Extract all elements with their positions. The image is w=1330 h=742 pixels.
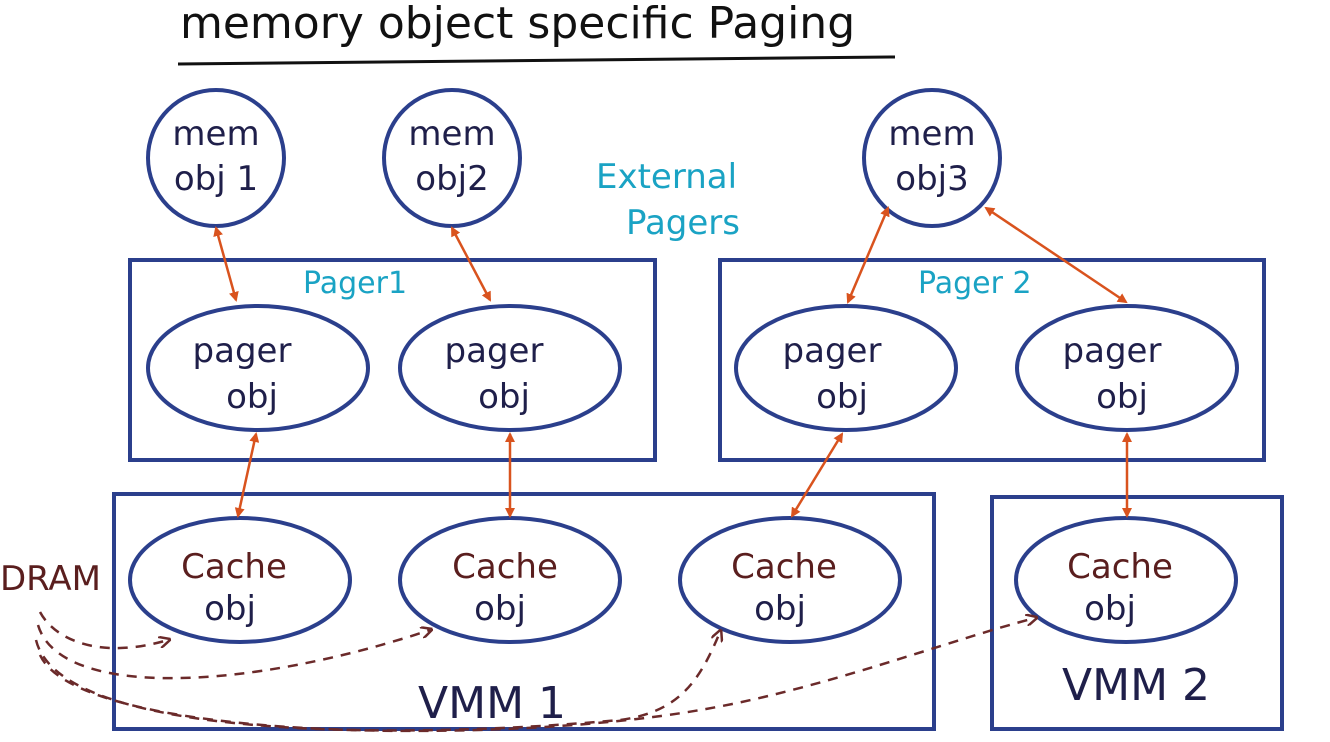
mem-object-2-line2: obj2 [415, 159, 488, 199]
vmm-1-cache-1-line2: obj [204, 589, 256, 629]
pager-2-object-2-line2: obj [1096, 377, 1148, 417]
dram-dash-to-cache3 [34, 632, 720, 732]
pager-2-object-1-line2: obj [816, 377, 868, 417]
mem-object-3-line1: mem [888, 114, 975, 154]
pager-2-object-1-line1: pager [783, 331, 882, 371]
vmm-1-label: VMM 1 [418, 678, 566, 729]
mem-object-1-line2: obj 1 [174, 159, 258, 199]
arrow-mem1-pager1obj1 [213, 226, 239, 302]
vmm-2-cache-1-line2: obj [1084, 589, 1136, 629]
mem-object-2: mem obj2 [382, 88, 522, 228]
mem-object-3: mem obj3 [862, 88, 1002, 228]
mem-object-3-line2: obj3 [895, 159, 968, 199]
vmm-1-cache-3: Cache obj [678, 516, 902, 644]
external-pagers-line1: External [596, 157, 737, 197]
pager-2-object-2-line1: pager [1063, 331, 1162, 371]
external-pagers-line2: Pagers [626, 203, 740, 243]
vmm-1-box: Cache obj Cache obj Cache obj VMM 1 [112, 492, 936, 731]
vmm-1-cache-3-line2: obj [754, 589, 806, 629]
pager-1-object-1-line1: pager [193, 331, 292, 371]
connection-arrows [213, 206, 1132, 518]
vmm-2-cache-1-line1: Cache [1067, 547, 1173, 587]
vmm-2-label: VMM 2 [1062, 660, 1210, 711]
vmm-2-cache-1: Cache obj [1014, 516, 1238, 644]
vmm-1-cache-1: Cache obj [128, 516, 352, 644]
dram-label: DRAM [0, 559, 101, 599]
pager-1-object-1: pager obj [146, 304, 370, 432]
arrow-mem3-pager2obj2 [984, 206, 1128, 304]
pager-2-box: Pager 2 pager obj pager obj [718, 258, 1266, 462]
mem-object-2-line1: mem [408, 114, 495, 154]
pager-1-object-2: pager obj [398, 304, 622, 432]
dram-dash-to-cache1 [38, 611, 168, 650]
diagram-title: memory object specific Paging [180, 0, 855, 49]
vmm-2-box: Cache obj VMM 2 [990, 495, 1284, 731]
pager-1-object-2-line2: obj [478, 377, 530, 417]
pager-1-object-1-line2: obj [226, 377, 278, 417]
vmm-1-cache-3-line1: Cache [731, 547, 837, 587]
title-underline [177, 55, 896, 66]
arrow-pager1obj1-cache1 [234, 432, 260, 518]
vmm-1-cache-2: Cache obj [398, 516, 622, 644]
arrow-pager2obj1-cache3 [790, 432, 844, 518]
dram-dash-to-cache2 [36, 624, 430, 680]
dram-dash-to-vmm2cache [38, 618, 1035, 733]
mem-object-1: mem obj 1 [146, 88, 286, 228]
vmm-1-cache-1-line1: Cache [181, 547, 287, 587]
pager-1-object-2-line1: pager [445, 331, 544, 371]
pager-1-title: Pager1 [303, 266, 407, 301]
pager-2-object-2: pager obj [1015, 304, 1239, 432]
pager-2-object-1: pager obj [734, 304, 958, 432]
arrow-mem3-pager2obj1 [846, 206, 890, 304]
dram-dashed-lines [34, 611, 1035, 733]
arrow-mem2-pager1obj2 [450, 226, 492, 302]
pager-2-title: Pager 2 [918, 266, 1032, 301]
vmm-1-cache-2-line1: Cache [452, 547, 558, 587]
pager-1-box: Pager1 pager obj pager obj [128, 258, 657, 462]
vmm-1-cache-2-line2: obj [474, 589, 526, 629]
mem-object-1-line1: mem [172, 114, 259, 154]
